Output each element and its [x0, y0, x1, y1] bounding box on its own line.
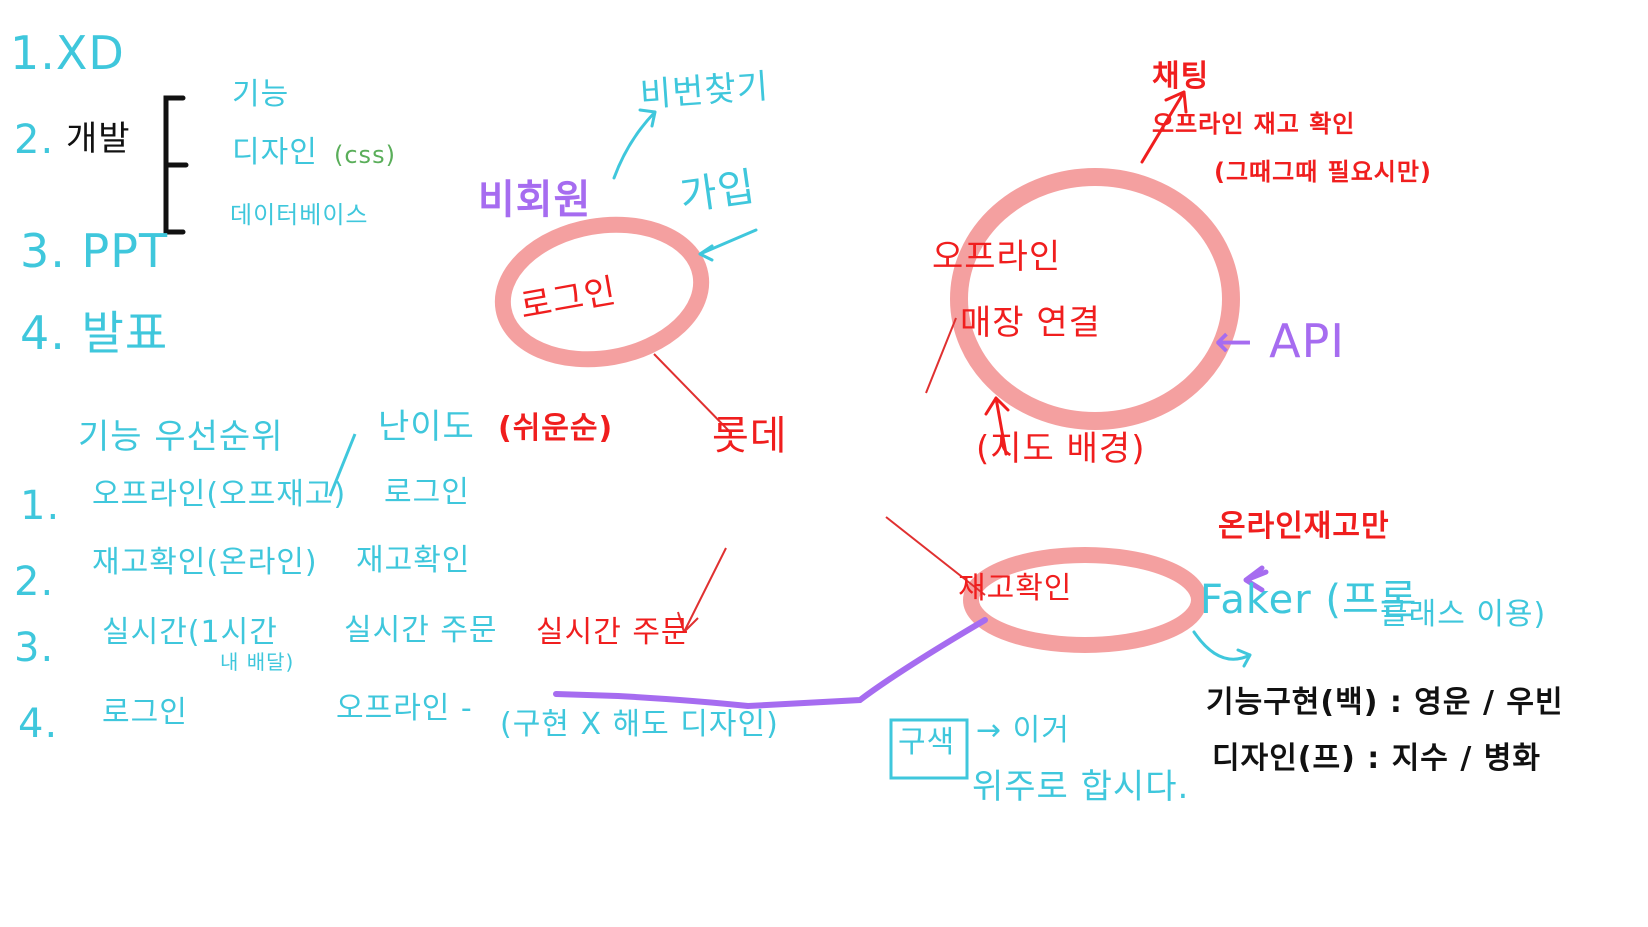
- highlight-box: [889, 718, 969, 780]
- connector-center-offline: [925, 317, 957, 394]
- priority-row-3-right: 실시간 주문: [344, 613, 498, 648]
- dev-item-design: 디자인: [232, 135, 318, 170]
- chat-arrow: [1140, 90, 1188, 164]
- map-arrow: [984, 396, 1010, 456]
- signup-arrow: [698, 228, 758, 262]
- stock-check-node: 재고확인: [958, 571, 1073, 606]
- connector-center-login: [653, 353, 731, 433]
- priority-row-3-left: 실시간(1시간: [102, 615, 278, 650]
- priority-row-1-number: 1.: [20, 483, 61, 529]
- step-4: 4. 발표: [20, 306, 169, 360]
- priority-header: 기능 우선순위: [78, 417, 284, 457]
- priority-row-4-left: 로그인: [102, 695, 188, 730]
- priority-row-1-left: 오프라인(오프재고): [92, 477, 347, 512]
- difficulty-header: 난이도: [378, 407, 475, 447]
- dev-item-css: (css): [334, 141, 396, 169]
- step-2-label: 개발: [66, 119, 131, 159]
- bracket-shape: [163, 95, 189, 235]
- priority-row-2-right: 재고확인: [356, 543, 471, 578]
- step-1: 1.XD: [10, 26, 125, 80]
- password-arrow: [612, 108, 657, 180]
- offline-circle: [950, 168, 1240, 430]
- chat-description: 오프라인 재고 확인: [1152, 110, 1356, 138]
- priority-row-2-left: 재고확인(온라인): [92, 545, 318, 580]
- faker-sub-label: 클래스 이용): [1380, 597, 1547, 632]
- realtime-order-node: 실시간 주문: [536, 615, 690, 650]
- frontend-role: 디자인(프) : 지수 / 병화: [1212, 741, 1541, 776]
- faker-arrow: [1192, 630, 1252, 668]
- stock-realtime-link: [553, 617, 988, 710]
- priority-row-4-right: 오프라인 -: [336, 691, 473, 726]
- dev-item-database: 데이터베이스: [230, 201, 369, 229]
- connector-center-realtime: [677, 547, 727, 633]
- design-only-note: (구현 X 해도 디자인): [500, 707, 779, 742]
- priority-row-1-right: 로그인: [384, 475, 470, 510]
- priority-divider: [328, 433, 357, 497]
- center-node-lotte: 롯데: [712, 413, 788, 459]
- priority-row-4-number: 4.: [18, 701, 59, 747]
- priority-row-2-number: 2.: [14, 559, 55, 605]
- api-label: ← API: [1214, 314, 1345, 368]
- chat-sub-note: (그때그때 필요시만): [1214, 158, 1432, 186]
- offline-node-line2: 매장 연결: [960, 303, 1101, 343]
- online-only-arrow: [1243, 565, 1269, 593]
- variety-boxed-word: 구색: [898, 725, 956, 760]
- nonmember-label: 비회원: [478, 177, 592, 223]
- online-stock-only-label: 온라인재고만: [1218, 509, 1390, 544]
- faker-label: Faker (프론: [1200, 577, 1418, 623]
- find-password-label: 비번찾기: [638, 66, 771, 116]
- this-one-arrow-text: → 이거: [976, 713, 1070, 748]
- step-2-number: 2.: [14, 117, 55, 163]
- login-circle: [494, 216, 710, 368]
- focus-on-this-text: 위주로 합시다.: [972, 767, 1190, 807]
- offline-node-line1: 오프라인: [932, 237, 1062, 277]
- step-3: 3. PPT: [20, 224, 169, 278]
- backend-role: 기능구현(백) : 영운 / 우빈: [1206, 685, 1564, 720]
- priority-row-3-left-sub: 내 배달): [220, 650, 295, 674]
- signup-label: 가입: [677, 163, 759, 221]
- chat-label: 채팅: [1152, 59, 1210, 94]
- stock-circle: [963, 547, 1207, 653]
- dev-item-function: 기능: [232, 77, 290, 112]
- difficulty-note: (쉬운순): [498, 411, 614, 446]
- map-background-label: (지도 배경): [976, 429, 1146, 469]
- connector-center-stock: [885, 516, 986, 596]
- priority-row-3-number: 3.: [14, 625, 55, 671]
